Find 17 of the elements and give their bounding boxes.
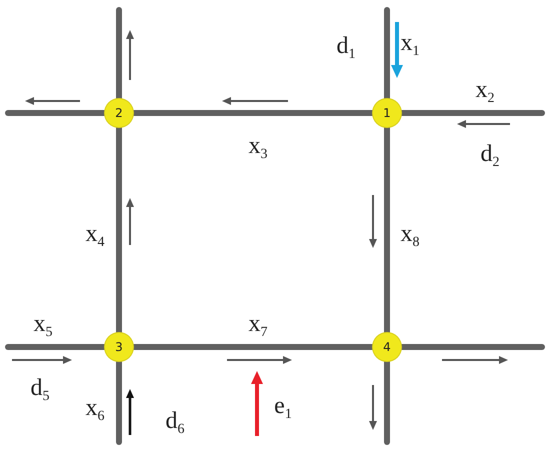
edge-label: x$_{6}$ [86,396,104,424]
edge-label: x$_{7}$ [248,312,268,340]
junction-circle: 3 [105,333,133,361]
variable-label: e$_{1}$ [274,394,292,422]
edge-label: x$_{4}$ [86,222,104,250]
edge-label: x$_{1}$ [400,31,420,59]
edge-label: x$_{3}$ [248,134,268,162]
variable-label: d$_{5}$ [30,376,50,404]
edge-label: x$_{5}$ [34,312,52,340]
junction-circle: 2 [105,99,133,127]
variable-label: d$_{2}$ [480,142,500,170]
junction-circle: 1 [373,99,401,127]
junction-circle: 4 [373,333,401,361]
edge-label: x$_{2}$ [476,78,494,106]
variable-label: d$_{1}$ [336,34,356,62]
edge-label: x$_{8}$ [400,222,420,250]
variable-label: d$_{6}$ [166,409,184,437]
